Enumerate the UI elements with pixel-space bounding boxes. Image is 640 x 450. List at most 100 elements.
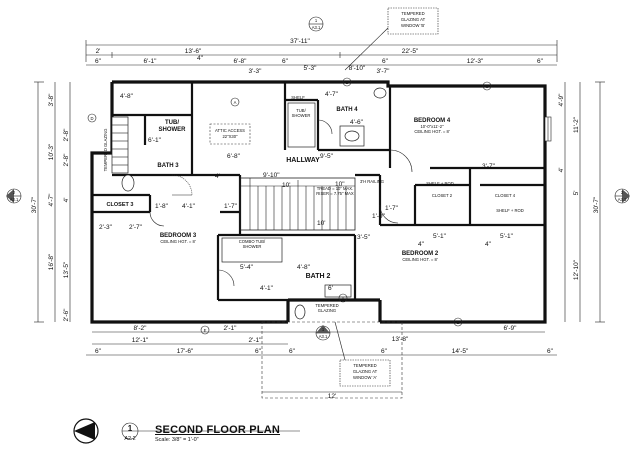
svg-text:6": 6" (381, 348, 388, 355)
svg-text:A: A (342, 296, 345, 301)
right-dimension-lines: 30'-7" 11'-2" 5' 12'-10" 4'-9" 4' (558, 81, 605, 323)
svg-text:A3.1: A3.1 (319, 334, 328, 339)
svg-text:8'-2": 8'-2" (134, 325, 148, 332)
room-bath2: BATH 2 (306, 273, 331, 280)
svg-text:4'-1": 4'-1" (182, 203, 196, 210)
svg-text:10'-3": 10'-3" (48, 143, 55, 160)
svg-text:1'-7": 1'-7" (224, 203, 238, 210)
svg-text:2'-1": 2'-1" (224, 325, 238, 332)
svg-text:A: A (234, 100, 237, 105)
svg-text:13'-8": 13'-8" (392, 336, 409, 343)
top-dim-r2-d: 6'-8" (234, 58, 248, 65)
fixtures (111, 87, 552, 320)
svg-text:4'-7": 4'-7" (325, 91, 339, 98)
top-dim-22-5: 22'-5" (402, 48, 419, 55)
room-tub-shower: TUB/SHOWER (159, 120, 187, 133)
svg-text:4": 4" (485, 241, 492, 248)
svg-text:A3.1: A3.1 (312, 25, 321, 30)
svg-text:11'-2": 11'-2" (573, 116, 580, 133)
svg-text:6'-9": 6'-9" (504, 325, 518, 332)
top-dim-13-6: 13'-6" (185, 48, 202, 55)
stairs: TREAD = 10" MAX.RISER = 7.75" MAX 3'H RA… (239, 177, 384, 231)
svg-text:2'-7": 2'-7" (129, 224, 143, 231)
svg-text:E: E (204, 328, 207, 333)
svg-text:1'-9": 1'-9" (372, 213, 386, 220)
section-marks: A B C D E E A (87, 77, 492, 335)
room-hallway: HALLWAY (286, 157, 320, 164)
left-dimension-lines: 30'-7" 3'-8" 10'-3" 4'-7" 16'-8" 2'-8" 2… (31, 81, 71, 323)
svg-text:6": 6" (95, 348, 102, 355)
room-labels: BATH 4 BEDROOM 4 10'-0"x11'-2" CEILING H… (103, 95, 524, 313)
left-section-bubble: 2 A3.1 (6, 188, 22, 204)
drawing-sheet-ref: A2.2 (124, 436, 136, 442)
door-swings (149, 119, 413, 287)
top-dim-r2-b: 6'-1" (144, 58, 158, 65)
top-dim-r2-a: 6" (95, 58, 102, 65)
svg-text:30'-7": 30'-7" (31, 196, 38, 213)
top-dim-2ft: 2' (96, 48, 101, 55)
svg-text:1'-7": 1'-7" (385, 205, 399, 212)
svg-text:1: 1 (322, 327, 325, 332)
svg-text:4'-1": 4'-1" (260, 285, 274, 292)
top-dim-r2-g: 8'-10" (349, 65, 366, 72)
svg-text:3'-5": 3'-5" (357, 234, 371, 241)
svg-text:6": 6" (289, 348, 296, 355)
svg-text:3'H RAILING: 3'H RAILING (360, 179, 384, 184)
porch-outline: 12' (261, 321, 403, 400)
bedroom4-ceiling: CEILING HGT. = 8' (414, 129, 450, 134)
svg-text:4': 4' (558, 168, 565, 173)
svg-text:4'-7": 4'-7" (48, 193, 55, 207)
shelf-rod-top: SHELF + ROD (426, 181, 454, 186)
north-arrow-symbol (73, 418, 300, 444)
svg-text:1'-8": 1'-8" (155, 203, 169, 210)
top-dim-r2-c: 4" (197, 55, 204, 62)
svg-text:2: 2 (13, 190, 16, 195)
svg-text:4': 4' (215, 173, 220, 180)
svg-text:2'-1": 2'-1" (249, 337, 263, 344)
room-bath3: BATH 3 (157, 163, 179, 169)
svg-text:3'-8": 3'-8" (48, 93, 55, 107)
top-dim-r2-h: 6" (382, 58, 389, 65)
svg-text:12'-10": 12'-10" (573, 259, 580, 280)
room-closet2: CLOSET 2 (432, 193, 453, 198)
svg-text:17'-6": 17'-6" (177, 348, 194, 355)
svg-text:9'-10": 9'-10" (263, 172, 280, 179)
bedroom3-ceiling: CEILING HGT. = 8' (160, 239, 196, 244)
svg-text:4'-8": 4'-8" (297, 264, 311, 271)
svg-text:6': 6' (328, 285, 333, 292)
svg-text:4': 4' (63, 198, 70, 203)
bedroom4-size: 10'-0"x11'-2" (420, 124, 444, 129)
top-dimension-lines: 37'-11" 2' 13'-6" 22'-5" 6" 6'-1" 4" 6'-… (85, 38, 558, 75)
svg-text:2'-8": 2'-8" (63, 153, 70, 167)
svg-text:TREAD = 10" MAX.RISER = 7.75": TREAD = 10" MAX.RISER = 7.75" MAX (316, 186, 354, 196)
svg-text:A3.1: A3.1 (618, 197, 627, 202)
svg-text:C: C (485, 84, 488, 89)
svg-text:6": 6" (547, 348, 554, 355)
attic-size: 22"X30" (222, 134, 238, 139)
top-dim-r2-j: 6" (537, 58, 544, 65)
svg-text:30'-7": 30'-7" (593, 196, 600, 213)
svg-text:4'-6": 4'-6" (350, 119, 364, 126)
svg-text:2'-6": 2'-6" (63, 308, 70, 322)
top-dim-r2-e: 6" (282, 58, 289, 65)
svg-text:4'-8": 4'-8" (120, 93, 134, 100)
svg-text:10': 10' (317, 220, 325, 227)
shelf-label: SHELF (291, 95, 305, 100)
svg-text:10': 10' (282, 182, 290, 189)
top-dim-r2-f: 5'-3" (304, 65, 318, 72)
svg-text:12'-1": 12'-1" (132, 337, 149, 344)
svg-text:4'-9": 4'-9" (558, 93, 565, 107)
svg-text:4": 4" (418, 241, 425, 248)
overall-top-dim: 37'-11" (290, 38, 310, 45)
top-dim-r3-a: 3'-3" (249, 68, 263, 75)
svg-text:3'-7": 3'-7" (482, 163, 496, 170)
drawing-number: 1 (127, 424, 133, 433)
svg-text:1: 1 (315, 18, 318, 23)
svg-text:B: B (346, 80, 349, 85)
svg-text:6'-1": 6'-1" (148, 137, 162, 144)
attic-access-label: ATTIC ACCESS (215, 128, 245, 133)
